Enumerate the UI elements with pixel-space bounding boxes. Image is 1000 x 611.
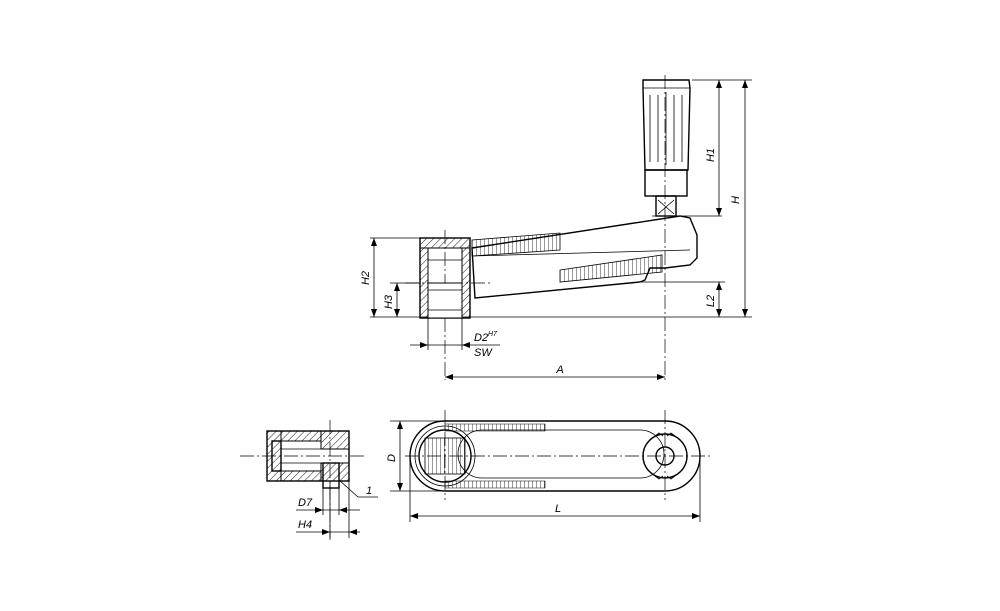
dim-D2-SW: D2 H7 SW [410,318,500,359]
crank-arm [471,215,698,299]
label-H3: H3 [383,294,395,309]
label-H: H [730,196,742,204]
dim-A: A [445,364,665,380]
dim-H4: H4 [296,481,360,538]
label-SW: SW [474,347,493,359]
dim-H: H [692,79,752,317]
label-D: D [386,454,398,462]
top-view: D L [386,410,710,522]
label-H7: H7 [488,331,498,338]
label-item-1: 1 [366,485,372,497]
label-A: A [555,364,563,376]
callout-1: 1 [338,479,378,498]
dim-L2: L2 [697,281,725,317]
label-H1: H1 [705,148,717,162]
dim-D: D [386,420,445,492]
side-view: H H1 L2 H2 [360,75,752,380]
hub-section [419,237,471,319]
label-L2: L2 [705,295,717,307]
dim-H1: H1 [705,80,722,216]
dim-D7: D7 [296,488,360,515]
label-L: L [555,503,561,515]
hub-detail-view: D7 H4 1 [240,420,378,540]
dim-H3: H3 [383,282,420,317]
label-H2: H2 [360,271,372,285]
label-D2: D2 [474,332,488,344]
grip-handle [642,79,722,217]
dim-L: L [409,456,701,522]
dim-H2: H2 [360,237,420,317]
label-D7: D7 [298,497,313,509]
label-H4: H4 [298,519,312,531]
